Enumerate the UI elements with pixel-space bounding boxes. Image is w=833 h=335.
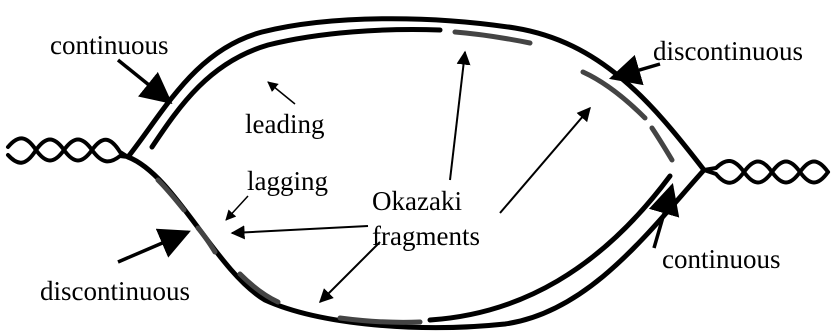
label-discontinuous-top-right: discontinuous bbox=[653, 36, 803, 66]
okazaki-fragment bbox=[237, 271, 281, 305]
continuous-tl-arrow bbox=[116, 58, 173, 104]
leading-arrow bbox=[267, 81, 296, 105]
bottom-okazaki-fragments bbox=[155, 177, 423, 325]
leading-strand bbox=[149, 27, 443, 150]
label-continuous-bottom-right: continuous bbox=[662, 244, 781, 274]
parental-strands bbox=[125, 16, 707, 331]
okazaki-arrow-top-center bbox=[449, 50, 471, 181]
left-double-helix bbox=[6, 136, 130, 165]
label-continuous-top-left: continuous bbox=[50, 30, 169, 60]
okazaki-fragment bbox=[195, 225, 218, 255]
right-double-helix bbox=[702, 159, 830, 185]
label-okazaki: Okazaki bbox=[372, 186, 462, 216]
okazaki-fragment bbox=[337, 315, 423, 325]
bottom-continuous-strand bbox=[427, 173, 673, 323]
label-lagging: lagging bbox=[247, 166, 328, 196]
discontinuous-bl-arrow bbox=[117, 228, 191, 264]
okazaki-arrow-bottom bbox=[319, 241, 381, 303]
label-discontinuous-bottom-left: discontinuous bbox=[40, 276, 190, 306]
discontinuous-tr-arrow bbox=[608, 54, 661, 86]
label-fragments: fragments bbox=[372, 221, 480, 251]
top-okazaki-fragments bbox=[452, 29, 675, 163]
lagging-arrow bbox=[225, 195, 249, 221]
pointer-arrows bbox=[116, 50, 680, 303]
okazaki-arrow-top-right bbox=[499, 106, 591, 214]
okazaki-fragment bbox=[452, 29, 533, 46]
okazaki-arrow-left bbox=[230, 225, 369, 240]
okazaki-fragment bbox=[155, 177, 187, 213]
continuous-br-arrow bbox=[648, 182, 680, 249]
okazaki-fragment bbox=[649, 125, 675, 163]
okazaki-fragment bbox=[580, 69, 648, 121]
label-leading: leading bbox=[245, 109, 324, 139]
